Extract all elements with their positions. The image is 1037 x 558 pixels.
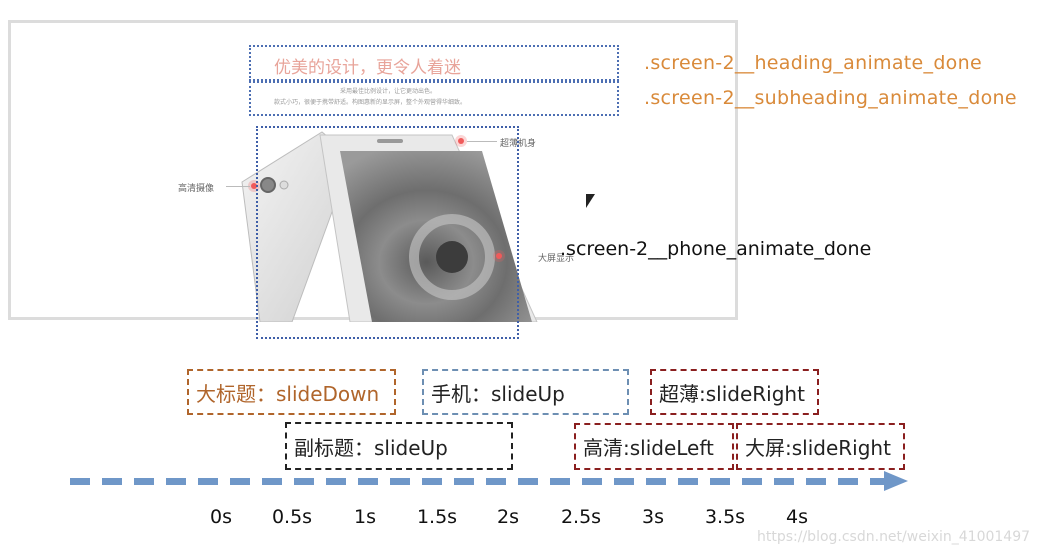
timeline-subheading-box: 副标题：slideUp — [285, 422, 513, 470]
tick-7: 3.5s — [704, 506, 746, 528]
preview-subheading-line-2: 款式小巧，很便于携带舒适。构图惠新的显示屏，整个外观营得华细致。 — [274, 99, 467, 106]
heading-outline — [249, 45, 619, 81]
subheading-outline — [249, 81, 619, 116]
thin-marker — [458, 138, 464, 144]
tick-8: 4s — [786, 506, 808, 528]
tick-2: 1s — [354, 506, 376, 528]
timeline-hd-box: 高清:slideLeft — [574, 423, 734, 470]
timeline-heading-box: 大标题：slideDown — [187, 369, 396, 415]
timeline-arrow-line — [70, 478, 884, 485]
phone-outline — [256, 126, 519, 339]
preview-heading: 优美的设计，更令人着迷 — [274, 58, 461, 78]
phone-illustration — [241, 131, 538, 322]
tick-0: 0s — [210, 506, 232, 528]
tick-1: 0.5s — [271, 506, 313, 528]
camera-marker — [251, 183, 257, 189]
timeline-thin-box: 超薄:slideRight — [650, 369, 819, 415]
watermark: https://blog.csdn.net/weixin_41001497 — [757, 529, 1031, 545]
camera-label: 高清摄像 — [178, 184, 215, 194]
tick-4: 2s — [497, 506, 519, 528]
phone-class-label: .screen-2__phone_animate_done — [560, 238, 872, 260]
timeline-bigscreen-box: 大屏:slideRight — [736, 423, 905, 470]
tick-5: 2.5s — [560, 506, 602, 528]
screen-label: 大屏显示 — [538, 254, 575, 264]
tick-3: 1.5s — [416, 506, 458, 528]
camera-callout-line — [226, 186, 250, 187]
screen-marker — [496, 253, 502, 259]
mouse-cursor-icon — [586, 194, 595, 208]
timeline-phone-box: 手机：slideUp — [422, 369, 629, 415]
thin-callout-line — [467, 141, 497, 142]
heading-class-label: .screen-2__heading_animate_done — [644, 52, 982, 74]
timeline-arrow-head-icon — [884, 471, 908, 491]
tick-6: 3s — [642, 506, 664, 528]
preview-subheading-line-1: 采用最佳比例设计，让它更动出色。 — [340, 88, 437, 95]
subheading-class-label: .screen-2__subheading_animate_done — [644, 87, 1017, 109]
